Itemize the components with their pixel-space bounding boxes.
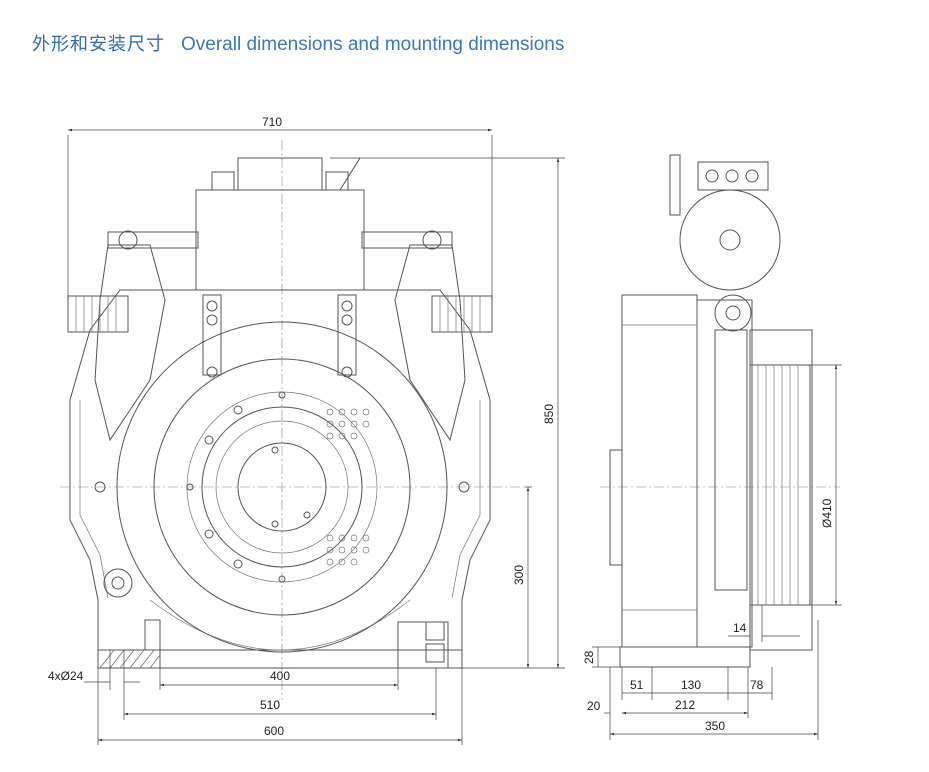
left-brake-spring bbox=[67, 295, 129, 333]
dim-overall-width: 710 bbox=[262, 115, 282, 129]
dim-bolt-holes: 4xØ24 bbox=[48, 669, 84, 683]
title-english: Overall dimensions and mounting dimensio… bbox=[181, 34, 565, 55]
left-arm-pin-2 bbox=[206, 314, 218, 326]
dim-base-height: 28 bbox=[582, 650, 596, 664]
right-brake-arm bbox=[394, 244, 466, 442]
side-brake-hub bbox=[719, 229, 741, 251]
lifting-eye-left bbox=[103, 568, 133, 598]
title-chinese: 外形和安装尺寸 bbox=[32, 34, 165, 55]
side-base-plate bbox=[619, 646, 751, 668]
side-terminal-box bbox=[697, 161, 769, 191]
motor-frame-outline bbox=[69, 289, 491, 651]
dim-hole-span: 510 bbox=[260, 698, 280, 712]
motor-outer-ring bbox=[116, 321, 448, 653]
left-arm-foot bbox=[206, 366, 218, 378]
right-arm-pin-2 bbox=[341, 314, 353, 326]
traction-sheave bbox=[749, 364, 811, 606]
sheave-grooves bbox=[757, 365, 799, 605]
left-brake-rod bbox=[107, 231, 199, 249]
side-brake-disc bbox=[679, 189, 781, 291]
rotor-ring bbox=[201, 406, 363, 568]
dim-d20: 20 bbox=[587, 699, 601, 713]
right-drop-arm bbox=[337, 294, 357, 376]
side-view: Ø410 14 28 51 130 78 20 212 350 bbox=[582, 154, 842, 740]
bolt-circle bbox=[186, 391, 311, 583]
right-rod-nut bbox=[422, 230, 442, 250]
dim-d78: 78 bbox=[750, 678, 764, 692]
dim-sheave-diameter: Ø410 bbox=[820, 498, 834, 528]
right-arm-pin-1 bbox=[341, 300, 353, 312]
terminal-3 bbox=[745, 169, 759, 183]
dim-d51: 51 bbox=[630, 678, 644, 692]
dim-groove-offset: 14 bbox=[733, 621, 747, 635]
side-motor-housing bbox=[621, 294, 698, 648]
frame-bottom-arc bbox=[149, 599, 411, 651]
side-pivot-pin bbox=[725, 305, 741, 321]
dim-base-width: 600 bbox=[264, 724, 284, 738]
left-brake-arm bbox=[94, 244, 166, 442]
frame-bolt-left bbox=[94, 481, 106, 493]
right-base-block bbox=[397, 621, 449, 669]
brake-drum bbox=[153, 358, 411, 616]
release-lever bbox=[339, 157, 361, 191]
dim-inner-width: 400 bbox=[270, 669, 290, 683]
side-release-lever bbox=[669, 154, 681, 216]
rotor-ring-inner bbox=[215, 420, 349, 554]
frame-inner-left bbox=[79, 400, 109, 599]
front-view: 710 850 300 4xØ24 400 510 600 bbox=[48, 115, 565, 745]
page-title: 外形和安装尺寸 Overall dimensions and mounting … bbox=[32, 30, 564, 60]
left-drop-arm bbox=[202, 294, 222, 376]
side-brake-arm bbox=[714, 329, 748, 591]
sheave-guard bbox=[749, 329, 813, 651]
lifting-eye-left-hole bbox=[111, 576, 125, 590]
terminal-1 bbox=[705, 169, 719, 183]
side-brake-body bbox=[696, 299, 753, 648]
brake-magnet-housing bbox=[195, 189, 365, 291]
side-pivot bbox=[714, 294, 752, 332]
brake-magnet-top bbox=[237, 157, 323, 191]
frame-bolt-right bbox=[458, 481, 470, 493]
vent-holes-lower bbox=[326, 534, 370, 566]
right-bolt-block-bottom bbox=[425, 643, 445, 663]
dim-d212: 212 bbox=[675, 698, 695, 712]
dim-overall-depth: 350 bbox=[705, 719, 725, 733]
terminal-2 bbox=[725, 169, 739, 183]
shaft-hub bbox=[237, 442, 327, 532]
vent-holes-upper bbox=[326, 408, 370, 440]
right-brake-spring bbox=[431, 295, 493, 333]
left-support-post bbox=[144, 619, 161, 651]
frame-inner-right bbox=[451, 400, 481, 599]
left-base-foot-hatch bbox=[97, 649, 161, 669]
left-rod-nut bbox=[118, 230, 138, 250]
front-base-plate bbox=[97, 649, 463, 669]
left-arm-pin-1 bbox=[206, 300, 218, 312]
brake-terminal-left bbox=[211, 171, 235, 191]
right-brake-rod bbox=[361, 231, 453, 249]
dim-overall-height: 850 bbox=[542, 404, 556, 424]
dim-d130: 130 bbox=[681, 678, 701, 692]
dim-shaft-height: 300 bbox=[512, 565, 526, 585]
side-rear-cover bbox=[609, 449, 623, 566]
right-bolt-block-top bbox=[425, 621, 445, 641]
brake-terminal-right bbox=[325, 171, 349, 191]
